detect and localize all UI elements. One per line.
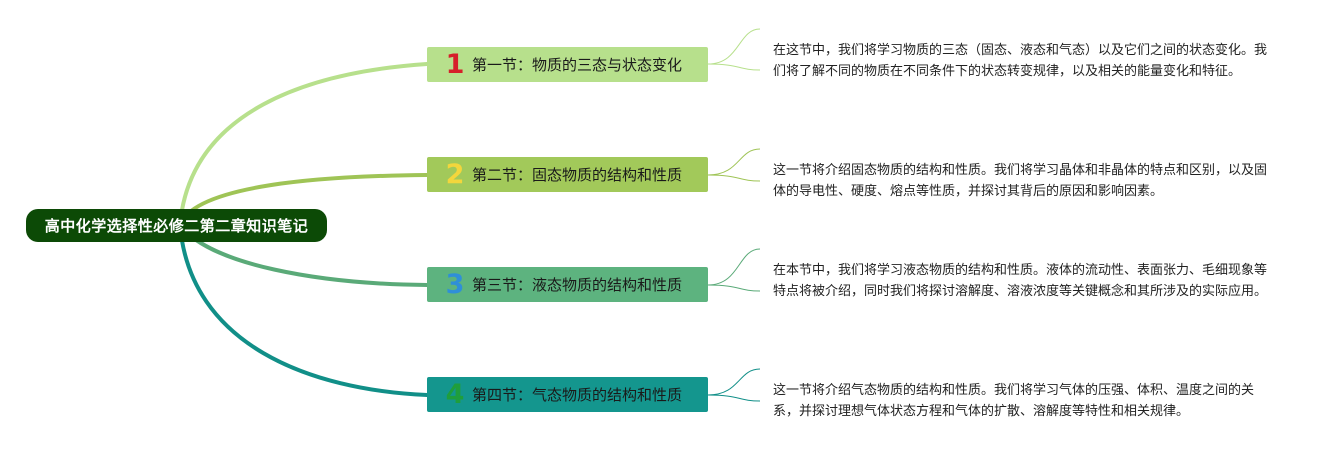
note-bracket-4: [707, 368, 761, 402]
note-bracket-3: [707, 248, 761, 292]
branch-connector-4: [178, 223, 429, 397]
section-4-note[interactable]: 这一节将介绍气态物质的结构和性质。我们将学习气体的压强、体积、温度之间的关系，并…: [773, 383, 1255, 419]
section-1-note[interactable]: 在这节中，我们将学习物质的三态（固态、液态和气态）以及它们之间的状态变化。我们将…: [773, 43, 1268, 79]
section-1-number: 1: [445, 49, 465, 80]
section-3-note[interactable]: 在本节中，我们将学习液态物质的结构和性质。液体的流动性、表面张力、毛细现象等特点…: [773, 263, 1268, 299]
root-topic[interactable]: 高中化学选择性必修二第二章知识笔记: [26, 209, 327, 242]
section-2-topic[interactable]: 2 第二节：固态物质的结构和性质: [427, 157, 708, 192]
section-2-title: 第二节：固态物质的结构和性质: [472, 166, 683, 184]
section-1-title: 第一节：物质的三态与状态变化: [472, 56, 683, 74]
section-4-title: 第四节：气态物质的结构和性质: [472, 386, 683, 404]
branch-connector-1: [178, 62, 429, 227]
section-4-topic[interactable]: 4 第四节：气态物质的结构和性质: [427, 377, 708, 412]
note-bracket-1: [707, 28, 761, 71]
section-1-topic[interactable]: 1 第一节：物质的三态与状态变化: [427, 47, 708, 82]
section-3-title: 第三节：液态物质的结构和性质: [472, 276, 683, 294]
section-3-number: 3: [445, 269, 465, 300]
section-3-topic[interactable]: 3 第三节：液态物质的结构和性质: [427, 267, 708, 302]
section-2-number: 2: [445, 159, 465, 190]
section-4-number: 4: [445, 379, 465, 410]
section-2-note[interactable]: 这一节将介绍固态物质的结构和性质。我们将学习晶体和非晶体的特点和区别，以及固体的…: [773, 163, 1268, 199]
root-topic-label: 高中化学选择性必修二第二章知识笔记: [44, 217, 309, 235]
note-bracket-2: [707, 148, 761, 182]
